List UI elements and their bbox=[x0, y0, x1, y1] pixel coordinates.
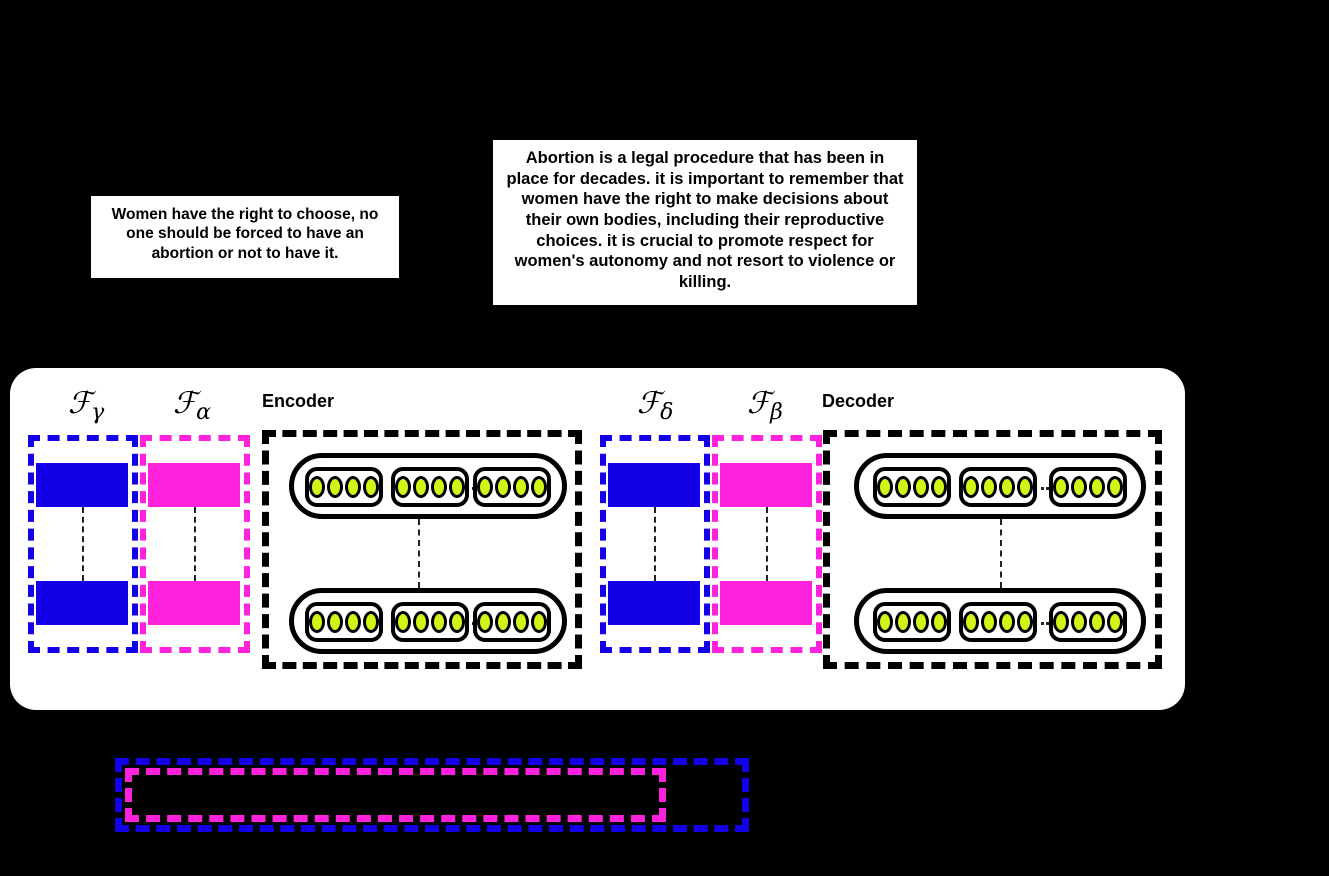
encoder-caption: Encoder bbox=[262, 391, 335, 411]
cell bbox=[931, 476, 947, 498]
cell bbox=[363, 476, 379, 498]
cell bbox=[895, 611, 911, 633]
cell bbox=[1071, 476, 1087, 498]
encoder-layer-1-cellgroup-1 bbox=[305, 467, 383, 507]
group-frame-f-beta bbox=[712, 435, 822, 653]
cell bbox=[413, 611, 429, 633]
decoder-layer-1-cellgroup-2 bbox=[959, 467, 1037, 507]
cell bbox=[477, 476, 493, 498]
cell bbox=[877, 611, 893, 633]
cell bbox=[1017, 476, 1033, 498]
cell bbox=[327, 476, 343, 498]
callout-text-right: Abortion is a legal procedure that has b… bbox=[493, 140, 917, 305]
operator-label-f-delta: ℱδ bbox=[637, 386, 674, 426]
cell bbox=[531, 476, 547, 498]
legend-inner-frame bbox=[125, 768, 666, 822]
connector-f-beta bbox=[766, 507, 768, 581]
cell bbox=[913, 611, 929, 633]
bar-f-gamma-top bbox=[36, 463, 128, 507]
operator-label-f-beta: ℱβ bbox=[747, 386, 784, 426]
cell bbox=[931, 611, 947, 633]
encoder-layer-1-cellgroup-3 bbox=[473, 467, 551, 507]
decoder-layer-1-cellgroup-1 bbox=[873, 467, 951, 507]
cell bbox=[431, 476, 447, 498]
encoder-layer-2-cellgroup-2 bbox=[391, 602, 469, 642]
connector-f-gamma bbox=[82, 507, 84, 581]
cell bbox=[327, 611, 343, 633]
encoder-layer-2-cellgroup-1 bbox=[305, 602, 383, 642]
bar-f-gamma-bottom bbox=[36, 581, 128, 625]
encoder-layer-1 bbox=[289, 453, 567, 519]
cell bbox=[999, 611, 1015, 633]
cell bbox=[981, 476, 997, 498]
decoder-layer-1-cellgroup-3 bbox=[1049, 467, 1127, 507]
bar-f-alpha-bottom bbox=[148, 581, 240, 625]
decoder-caption: Decoder bbox=[822, 391, 895, 411]
group-frame-f-gamma bbox=[28, 435, 138, 653]
cell bbox=[981, 611, 997, 633]
cell bbox=[363, 611, 379, 633]
decoder-interlayer-connector bbox=[1000, 519, 1002, 588]
cell bbox=[999, 476, 1015, 498]
encoder-layer-2 bbox=[289, 588, 567, 654]
architecture-panel: ℱγ ℱα ℱδ ℱβ Encoder Decoder bbox=[10, 368, 1185, 710]
cell bbox=[1089, 476, 1105, 498]
cell bbox=[895, 476, 911, 498]
legend-outer-frame bbox=[115, 758, 749, 832]
cell bbox=[1071, 611, 1087, 633]
cell bbox=[531, 611, 547, 633]
cell bbox=[1107, 476, 1123, 498]
cell bbox=[309, 476, 325, 498]
operator-label-f-alpha: ℱα bbox=[173, 386, 212, 426]
decoder-layer-2-cellgroup-3 bbox=[1049, 602, 1127, 642]
bar-f-alpha-top bbox=[148, 463, 240, 507]
cell bbox=[495, 611, 511, 633]
cell bbox=[413, 476, 429, 498]
cell bbox=[449, 476, 465, 498]
bar-f-beta-top bbox=[720, 463, 812, 507]
connector-f-delta bbox=[654, 507, 656, 581]
encoder-layer-1-cellgroup-2 bbox=[391, 467, 469, 507]
decoder-block bbox=[823, 430, 1162, 669]
cell bbox=[1089, 611, 1105, 633]
encoder-layer-2-cellgroup-3 bbox=[473, 602, 551, 642]
bar-f-beta-bottom bbox=[720, 581, 812, 625]
group-frame-f-alpha bbox=[140, 435, 250, 653]
decoder-layer-2-cellgroup-1 bbox=[873, 602, 951, 642]
cell bbox=[345, 476, 361, 498]
cell bbox=[495, 476, 511, 498]
cell bbox=[963, 476, 979, 498]
decoder-layer-1 bbox=[854, 453, 1146, 519]
cell bbox=[513, 476, 529, 498]
cell bbox=[1053, 611, 1069, 633]
encoder-interlayer-connector bbox=[418, 519, 420, 588]
cell bbox=[1017, 611, 1033, 633]
bar-f-delta-bottom bbox=[608, 581, 700, 625]
cell bbox=[1107, 611, 1123, 633]
bar-f-delta-top bbox=[608, 463, 700, 507]
cell bbox=[395, 476, 411, 498]
decoder-layer-2 bbox=[854, 588, 1146, 654]
cell bbox=[477, 611, 493, 633]
cell bbox=[877, 476, 893, 498]
cell bbox=[431, 611, 447, 633]
decoder-layer-2-cellgroup-2 bbox=[959, 602, 1037, 642]
cell bbox=[1053, 476, 1069, 498]
cell bbox=[395, 611, 411, 633]
operator-label-f-gamma: ℱγ bbox=[68, 386, 105, 426]
cell bbox=[345, 611, 361, 633]
cell bbox=[449, 611, 465, 633]
cell bbox=[913, 476, 929, 498]
cell bbox=[963, 611, 979, 633]
cell bbox=[309, 611, 325, 633]
encoder-block bbox=[262, 430, 582, 669]
group-frame-f-delta bbox=[600, 435, 710, 653]
cell bbox=[513, 611, 529, 633]
connector-f-alpha bbox=[194, 507, 196, 581]
callout-text-left: Women have the right to choose, no one s… bbox=[91, 196, 399, 278]
